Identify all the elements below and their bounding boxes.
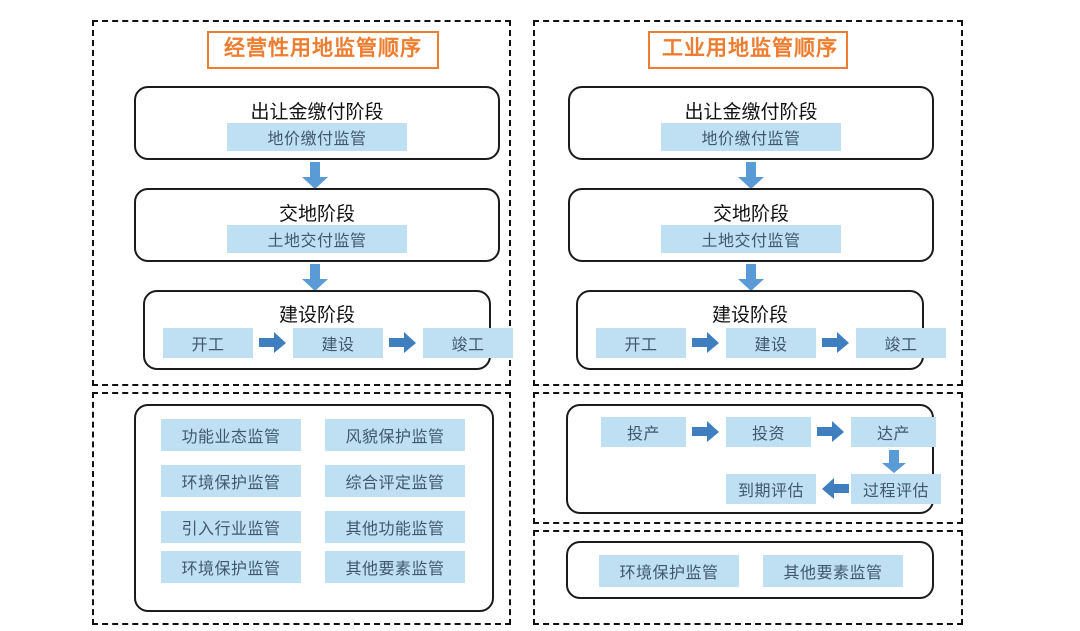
arrow-right-icon [692,421,720,443]
right-build-step-3[interactable]: 竣工 [856,328,946,358]
right-production-card: 投产 投资 达产 到期评估 过程评估 [566,404,941,514]
left-supervision-item-4[interactable]: 综合评定监管 [325,465,465,497]
left-supervision-item-8[interactable]: 其他要素监管 [325,551,465,583]
arrow-right-icon [822,332,850,354]
left-stage-1-title: 出让金缴付阶段 [250,102,384,123]
left-stage-1-chip[interactable]: 地价缴付监管 [227,123,407,151]
arrow-down-icon [300,264,330,292]
production-step-过程评估[interactable]: 过程评估 [851,474,941,504]
left-supervision-item-5[interactable]: 引入行业监管 [161,511,301,543]
left-supervision-item-3[interactable]: 环境保护监管 [161,465,301,497]
production-step-到期评估[interactable]: 到期评估 [726,474,816,504]
arrow-left-icon [821,478,849,500]
left-supervision-card: 功能业态监管 风貌保护监管 环境保护监管 综合评定监管 引入行业监管 其他功能监… [134,404,494,612]
right-supervision-card: 环境保护监管 其他要素监管 [566,541,934,599]
right-stage-card-3: 建设阶段 开工 建设 竣工 [576,290,946,370]
arrow-down-icon [881,450,907,474]
left-stage-card-1: 出让金缴付阶段 地价缴付监管 [134,86,500,160]
arrow-down-icon [736,162,766,190]
left-build-step-2[interactable]: 建设 [293,328,383,358]
right-stage-1-title: 出让金缴付阶段 [684,102,818,123]
right-stage-card-2: 交地阶段 土地交付监管 [568,188,934,262]
production-step-达产[interactable]: 达产 [851,417,936,447]
right-build-step-1[interactable]: 开工 [596,328,686,358]
right-stage-2-chip[interactable]: 土地交付监管 [661,225,841,253]
right-stage-3-title: 建设阶段 [711,305,788,326]
right-supervision-item-1[interactable]: 环境保护监管 [599,555,739,587]
arrow-right-icon [692,332,720,354]
arrow-right-icon [389,332,417,354]
right-stage-card-1: 出让金缴付阶段 地价缴付监管 [568,86,934,160]
arrow-down-icon [736,264,766,292]
left-build-step-1[interactable]: 开工 [163,328,253,358]
right-stage-2-title: 交地阶段 [712,204,789,225]
left-supervision-item-2[interactable]: 风貌保护监管 [325,419,465,451]
left-section-title: 经营性用地监管顺序 [207,31,439,70]
arrow-right-icon [817,421,845,443]
left-stage-2-chip[interactable]: 土地交付监管 [227,225,407,253]
left-supervision-item-7[interactable]: 环境保护监管 [161,551,301,583]
arrow-right-icon [259,332,287,354]
right-supervision-item-2[interactable]: 其他要素监管 [763,555,903,587]
right-stage-1-chip[interactable]: 地价缴付监管 [661,123,841,151]
left-supervision-item-6[interactable]: 其他功能监管 [325,511,465,543]
left-supervision-item-1[interactable]: 功能业态监管 [161,419,301,451]
left-build-step-3[interactable]: 竣工 [423,328,513,358]
production-step-投资[interactable]: 投资 [726,417,811,447]
right-section-title: 工业用地监管顺序 [648,31,848,70]
left-stage-card-3: 建设阶段 开工 建设 竣工 [143,290,513,370]
left-stage-card-2: 交地阶段 土地交付监管 [134,188,500,262]
arrow-down-icon [300,162,330,190]
right-build-step-2[interactable]: 建设 [726,328,816,358]
production-step-投产[interactable]: 投产 [601,417,686,447]
left-stage-3-title: 建设阶段 [278,305,355,326]
left-stage-2-title: 交地阶段 [278,204,355,225]
